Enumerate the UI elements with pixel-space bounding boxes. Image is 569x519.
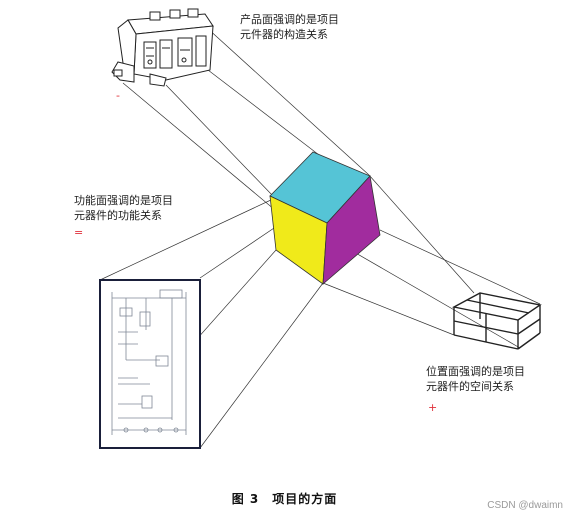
- function-projection-lines: [99, 198, 324, 449]
- location-aspect-label: 位置面强调的是项目 元器件的空间关系: [426, 364, 525, 394]
- product-aspect-label-line-2: 元件器的构造关系: [240, 28, 328, 41]
- location-aspect-label-line-1: 位置面强调的是项目: [426, 365, 525, 378]
- product-view-device: [111, 8, 214, 87]
- location-aspect-label-line-2: 元器件的空间关系: [426, 380, 514, 393]
- product-aspect-sign: -: [116, 89, 120, 102]
- function-aspect-sign: =: [74, 226, 84, 239]
- function-view-schematic: [99, 279, 201, 449]
- watermark: CSDN @dwaimn: [487, 500, 563, 511]
- product-aspect-label: 产品面强调的是项目 元件器的构造关系: [240, 12, 339, 42]
- location-aspect-sign: +: [428, 401, 438, 414]
- product-aspect-label-line-1: 产品面强调的是项目: [240, 13, 339, 26]
- function-aspect-label: 功能面强调的是项目 元器件的功能关系: [74, 193, 173, 223]
- figure-caption: 图 3 项目的方面: [231, 492, 338, 506]
- product-projection-lines: [122, 26, 370, 221]
- location-view-wireframe: [451, 292, 542, 350]
- function-aspect-label-line-1: 功能面强调的是项目: [74, 194, 173, 207]
- aspect-cube: [269, 151, 381, 285]
- function-aspect-label-line-2: 元器件的功能关系: [74, 209, 162, 222]
- cube-right-face: [322, 175, 381, 285]
